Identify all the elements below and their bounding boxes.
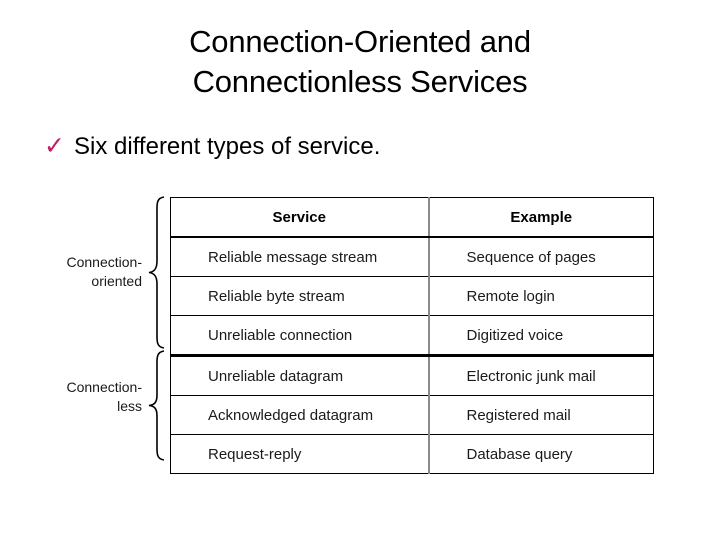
- group-label-connection-oriented: Connection- oriented: [32, 253, 143, 291]
- group-label-line-2: oriented: [91, 273, 142, 289]
- table-row: Request-reply Database query: [170, 434, 654, 474]
- table-row: Unreliable datagram Electronic junk mail: [170, 355, 654, 396]
- cell-example: Remote login: [428, 276, 654, 316]
- cell-example: Electronic junk mail: [428, 355, 654, 396]
- cell-example: Registered mail: [428, 395, 654, 435]
- check-icon: ✓: [44, 131, 65, 160]
- cell-service: Reliable message stream: [170, 236, 430, 277]
- table-row: Acknowledged datagram Registered mail: [170, 395, 654, 435]
- cell-example: Digitized voice: [428, 315, 654, 357]
- cell-service: Unreliable datagram: [170, 355, 430, 396]
- cell-service: Request-reply: [170, 434, 430, 474]
- column-header-example: Example: [428, 197, 654, 238]
- bullet-item: ✓ Six different types of service.: [44, 131, 380, 162]
- cell-service: Acknowledged datagram: [170, 395, 430, 435]
- group-label-connectionless: Connection- less: [32, 378, 143, 416]
- group-label-line-1: Connection-: [66, 254, 143, 270]
- cell-service: Unreliable connection: [170, 315, 430, 357]
- curly-brace-icon-connection-oriented: [146, 195, 168, 350]
- page-title-line-2: Connectionless Services: [192, 64, 528, 99]
- cell-service: Reliable byte stream: [170, 276, 430, 316]
- column-header-service: Service: [170, 197, 430, 238]
- table-header-row: Service Example: [170, 197, 654, 238]
- cell-example: Sequence of pages: [428, 236, 654, 277]
- bullet-text: Six different types of service.: [74, 133, 381, 160]
- group-label-line-1: Connection-: [66, 379, 143, 395]
- table-row: Reliable message stream Sequence of page…: [170, 236, 654, 277]
- page-title-line-1: Connection-Oriented and: [189, 24, 531, 59]
- group-label-line-2: less: [117, 398, 142, 414]
- table-row: Unreliable connection Digitized voice: [170, 315, 654, 357]
- curly-brace-icon-connectionless: [146, 349, 168, 462]
- page-title: Connection-Oriented and Connectionless S…: [60, 22, 660, 102]
- cell-example: Database query: [428, 434, 654, 474]
- table-row: Reliable byte stream Remote login: [170, 276, 654, 316]
- service-example-table: Service Example Reliable message stream …: [170, 197, 654, 474]
